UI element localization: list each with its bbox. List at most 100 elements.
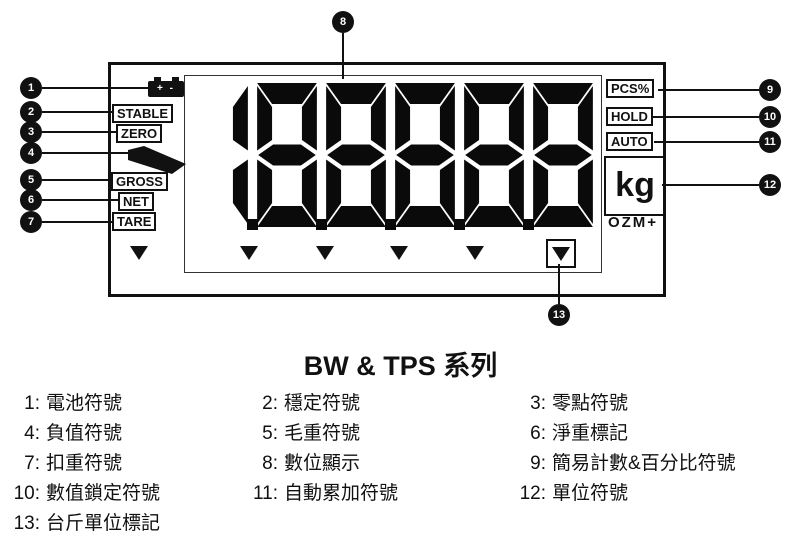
legend-text: 單位符號 [552,483,629,504]
callout-1: 1 [20,77,42,99]
legend-item-2: 2: 穩定符號 [240,388,360,415]
legend-number: 2: [262,393,278,414]
legend-item-10: 10: 數值鎖定符號 [2,478,160,505]
legend-number: 4: [24,423,40,444]
leader-line [662,184,759,186]
legend-number: 11: [252,483,278,504]
legend-text: 簡易計數&百分比符號 [552,453,736,474]
unit-ozm-indicator: OZM+ [607,214,659,231]
legend-item-11: 11: 自動累加符號 [240,478,398,505]
leader-line [42,87,148,89]
battery-terminal [154,77,161,81]
digit-1 [232,86,248,224]
decimal-point [523,219,534,230]
legend-number: 13: [13,513,40,534]
legend-number: 1: [24,393,40,414]
decimal-point [454,219,465,230]
leader-line [42,152,130,154]
stable-indicator: STABLE [112,104,174,123]
unit-kg-indicator: kg [604,156,666,216]
leader-line [558,264,560,304]
legend-number: 12: [519,483,546,504]
leader-line [652,116,759,118]
legend-item-6: 6: 淨重標記 [508,418,628,445]
legend-text: 負值符號 [46,423,123,444]
legend-text: 電池符號 [46,393,123,414]
series-title: BW & TPS 系列 [303,351,498,381]
digit-8 [395,83,455,227]
callout-7: 7 [20,211,42,233]
callout-8: 8 [332,11,354,33]
catty-unit-marker-box [546,239,576,268]
callout-3: 3 [20,121,42,143]
legend-text: 台斤單位標記 [46,513,161,534]
callout-12: 12 [759,174,781,196]
legend-text: 自動累加符號 [284,483,399,504]
callout-11: 11 [759,131,781,153]
callout-9: 9 [759,79,781,101]
callout-10: 10 [759,106,781,128]
legend-item-12: 12: 單位符號 [508,478,628,505]
battery-icon: + - [148,81,184,97]
legend-text: 毛重符號 [284,423,361,444]
zero-indicator: ZERO [116,124,163,143]
pcs-percent-indicator: PCS% [606,79,655,98]
triangle-marker [316,246,334,260]
negative-sign-icon [128,146,186,174]
legend-text: 淨重標記 [552,423,629,444]
legend-item-7: 7: 扣重符號 [2,448,122,475]
tare-indicator: TARE [112,212,157,231]
battery-terminal [172,77,179,81]
legend-item-1: 1: 電池符號 [2,388,122,415]
leader-line [42,179,111,181]
legend-item-3: 3: 零點符號 [508,388,628,415]
digit-row [186,80,595,230]
decimal-point [385,219,396,230]
triangle-marker [130,246,148,260]
legend-text: 數位顯示 [284,453,361,474]
digit-8 [533,83,593,227]
decimal-point [247,219,258,230]
decimal-point [316,219,327,230]
digit-8 [257,83,317,227]
digit-8 [464,83,524,227]
legend-number: 8: [262,453,278,474]
leader-line [654,141,759,143]
legend-number: 9: [530,453,546,474]
hold-indicator: HOLD [606,107,653,126]
callout-13: 13 [548,304,570,326]
digit-8 [326,83,386,227]
legend-text: 扣重符號 [46,453,123,474]
inner-display-area [184,75,602,273]
legend-number: 7: [24,453,40,474]
net-indicator: NET [118,192,154,211]
legend-text: 零點符號 [552,393,629,414]
legend-text: 數值鎖定符號 [46,483,161,504]
legend-text: 穩定符號 [284,393,361,414]
callout-4: 4 [20,142,42,164]
auto-indicator: AUTO [606,132,653,151]
legend-number: 10: [13,483,40,504]
leader-line [42,221,112,223]
legend-item-5: 5:毛重符號 [240,418,360,445]
legend-item-13: 13: 台斤單位標記 [2,508,160,535]
triangle-marker [390,246,408,260]
leader-line [42,111,112,113]
leader-line [342,33,344,79]
triangle-marker [552,246,570,261]
leader-line [658,89,759,91]
leader-line [42,199,118,201]
leader-line [42,131,116,133]
legend-number: 3: [530,393,546,414]
triangle-marker [240,246,258,260]
gross-indicator: GROSS [111,172,168,191]
legend-number: 6: [530,423,546,444]
callout-6: 6 [20,189,42,211]
legend-item-4: 4: 負值符號 [2,418,122,445]
legend-item-8: 8: 數位顯示 [240,448,360,475]
callout-2: 2 [20,101,42,123]
triangle-marker [466,246,484,260]
legend-item-9: 9: 簡易計數&百分比符號 [508,448,736,475]
callout-5: 5 [20,169,42,191]
